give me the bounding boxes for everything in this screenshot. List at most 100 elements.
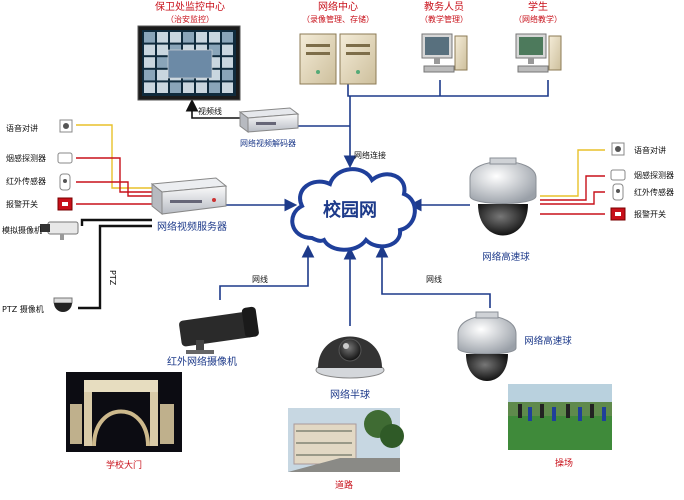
network-center-servers [299, 33, 377, 85]
monitor-tile [144, 44, 155, 56]
monitor-tile [144, 57, 155, 68]
dome-right-label: 网络高速球 [482, 251, 530, 263]
school-gate-label: 学校大门 [106, 459, 142, 471]
monitor-tile [209, 32, 220, 43]
staff-subtitle: （教学管理） [420, 14, 468, 24]
speed-dome-bottom [457, 311, 517, 381]
road-label: 道路 [335, 479, 353, 491]
half-dome-camera [315, 336, 385, 379]
monitor-tile [157, 44, 168, 56]
monitor-tile [157, 82, 168, 93]
monitor-tile [222, 82, 233, 93]
monitor-tile [144, 69, 155, 81]
speed-dome-right [469, 157, 537, 236]
connection-lines [76, 80, 605, 326]
right-sensor-label-3: 红外传感器 [634, 187, 674, 197]
bottom-wire-label: 网线 [426, 274, 442, 284]
ir-camera [179, 306, 259, 354]
left-sensor-label-3: 红外传感器 [6, 176, 46, 186]
ptz-camera-icon [53, 297, 73, 312]
analog-line [80, 218, 152, 226]
video-server-device [150, 177, 228, 216]
video-decoder-device [238, 107, 300, 133]
ir-camera-label: 红外网络摄像机 [167, 355, 237, 368]
monitor-tile [183, 32, 194, 43]
network-center-subtitle: （录像管理、存储） [302, 14, 374, 24]
right-sensor-labels: 语音对讲 烟感探测器 红外传感器 报警开关 [634, 145, 674, 219]
alarm-switch-icon [610, 207, 626, 221]
ir-to-center [219, 244, 315, 300]
dome-bottom-label: 网络高速球 [524, 335, 572, 347]
left-sensor-icons [57, 119, 73, 211]
ir-wire-label: 网线 [252, 274, 268, 284]
player-figure [552, 407, 556, 421]
monitor-tile [222, 69, 233, 81]
monitor-subtitle: （治安监控） [166, 14, 214, 24]
intercom-icon [59, 119, 73, 133]
left-sensor-line-1 [76, 124, 152, 189]
monitor-tile [144, 82, 155, 93]
monitor-tile [209, 82, 220, 93]
staff-title: 教务人员 [424, 0, 464, 13]
ptz-line [78, 224, 152, 310]
player-figure [578, 407, 582, 421]
student-computer [515, 33, 562, 73]
left-sensor-line-2 [76, 157, 152, 193]
bottom-dome-to-center [375, 244, 491, 308]
player-figure [518, 404, 522, 418]
half-dome-label: 网络半球 [330, 388, 370, 401]
monitor-tile [209, 69, 220, 81]
playground-label: 操场 [555, 457, 573, 469]
server-label: 网络视频服务器 [157, 220, 227, 233]
video-line-label: 视频线 [198, 106, 222, 116]
left-sensor-label-2: 烟感探测器 [6, 153, 46, 163]
right-sensor-line-2 [540, 175, 605, 201]
campus-network-label: 校园网 [323, 199, 377, 221]
ptz-camera-label: PTZ 摄像机 [2, 304, 44, 314]
left-sensor-label-1: 语音对讲 [6, 123, 38, 133]
student-subtitle: （网络教学） [514, 14, 562, 24]
player-figure [566, 404, 570, 418]
right-sensor-label-4: 报警开关 [634, 209, 666, 219]
right-sensor-line-1 [540, 149, 605, 197]
monitor-tile [222, 32, 233, 43]
staff-computer [421, 33, 468, 73]
monitor-tile [157, 32, 168, 43]
intercom-icon [611, 142, 625, 156]
monitor-tile [222, 44, 233, 56]
smoke-detector-icon [610, 169, 626, 181]
monitor-tile [157, 69, 168, 81]
player-figure [602, 407, 606, 421]
left-sensor-label-4: 报警开关 [6, 199, 38, 209]
alarm-switch-icon [57, 197, 73, 211]
infrared-sensor-icon [612, 183, 624, 201]
monitor-tile [209, 44, 220, 56]
right-sensor-line-3 [540, 191, 605, 205]
network-center-title: 网络中心 [318, 0, 358, 13]
school-gate-photo [66, 372, 182, 452]
smoke-detector-icon [57, 152, 73, 164]
right-sensor-icons [610, 142, 626, 221]
top-bus-line [347, 80, 549, 97]
student-title: 学生 [528, 0, 548, 13]
right-sensor-label-2: 烟感探测器 [634, 170, 674, 180]
monitor-tile [222, 57, 233, 68]
left-sensor-labels: 语音对讲 烟感探测器 红外传感器 报警开关 [6, 123, 46, 209]
video-line [185, 98, 240, 119]
infrared-sensor-icon [59, 173, 71, 191]
monitor-tile [170, 82, 181, 93]
right-sensor-label-1: 语音对讲 [634, 145, 666, 155]
monitor-tile [196, 82, 207, 93]
monitor-tile [183, 82, 194, 93]
playground-photo [508, 384, 612, 450]
road-photo [288, 408, 404, 472]
monitor-title: 保卫处监控中心 [155, 0, 225, 13]
monitor-tile [196, 32, 207, 43]
monitor-tile [144, 32, 155, 43]
left-sensor-line-3 [76, 181, 152, 197]
monitor-tile [209, 57, 220, 68]
monitor-wall [137, 25, 241, 101]
monitor-tile [157, 57, 168, 68]
decoder-label: 网络视频解码器 [240, 138, 296, 148]
monitor-tile [170, 32, 181, 43]
